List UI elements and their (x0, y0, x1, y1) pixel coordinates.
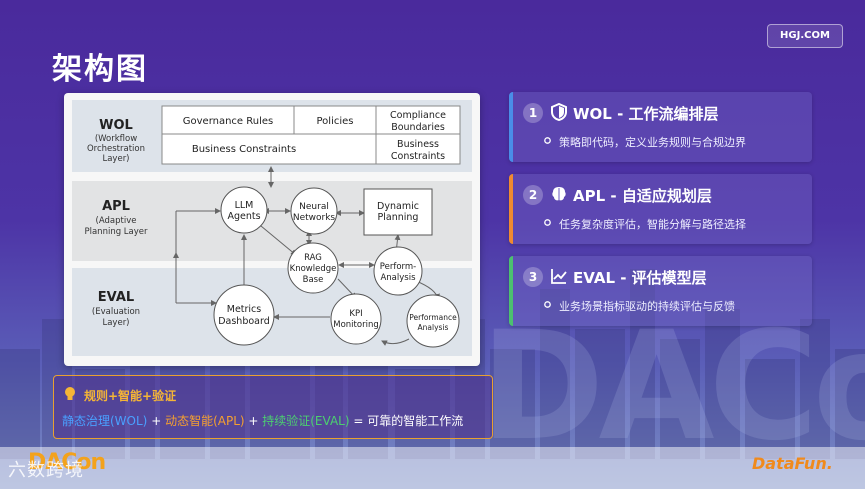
perform-analysis-node (373, 246, 423, 296)
apl-layer-name: APL (102, 199, 130, 214)
layer-description: 任务复杂度评估，智能分解与路径选择 (559, 218, 746, 231)
business-constraints-label-2a: Business (397, 139, 439, 150)
datafun-logo: DataFun. (752, 454, 833, 473)
wol-layer-desc-3: Layer) (102, 154, 129, 164)
neural-networks-node (290, 187, 338, 235)
watermark-text: 六数跨境 (8, 460, 84, 481)
lightbulb-icon (65, 387, 75, 400)
brain-icon (552, 187, 566, 201)
page-title: 架构图 (52, 52, 148, 87)
footer-bar (0, 447, 865, 489)
compliance-box (375, 105, 461, 135)
layer-title: EVAL - 评估模型层 (573, 269, 707, 287)
layer-card-accent-bar (509, 174, 513, 244)
governance-rules-label: Governance Rules (183, 116, 273, 127)
formula-wol: 静态治理(WOL) (62, 414, 148, 428)
performance-analysis-node (406, 294, 460, 348)
metrics-dashboard-label-2: Dashboard (218, 316, 270, 327)
layer-card-apl: 2 APL - 自适应规划层 任务复杂度评估，智能分解与路径选择 (509, 174, 812, 244)
metrics-dashboard-node (213, 284, 275, 346)
rag-label-2: Knowledge (290, 264, 337, 274)
formula-plus: + (147, 414, 166, 428)
rag-label-1: RAG (304, 253, 322, 263)
layer-number: 2 (523, 185, 543, 205)
chart-line-icon (551, 269, 567, 284)
sparkle-icon (544, 219, 551, 226)
performance-analysis-label-1: Performance (409, 313, 457, 322)
formula-apl: 动态智能(APL) (165, 414, 245, 428)
metrics-dashboard-label-1: Metrics (227, 304, 262, 315)
kpi-monitoring-node (330, 293, 382, 345)
dynamic-planning-box (363, 188, 433, 236)
eval-layer-name: EVAL (98, 290, 134, 305)
architecture-diagram-svg: WOL (Workflow Orchestration Layer) APL (… (72, 100, 472, 356)
apl-layer-desc-1: (Adaptive (96, 216, 137, 226)
background-decorative-letters: DACo (480, 300, 865, 474)
llm-agents-label-2: Agents (227, 211, 260, 222)
layer-description: 业务场景指标驱动的持续评估与反馈 (559, 300, 735, 313)
policies-box (293, 105, 377, 135)
compliance-label-1: Compliance (390, 110, 446, 121)
rag-knowledge-base-node (287, 242, 339, 294)
summary-box: 规则+智能+验证 静态治理(WOL) + 动态智能(APL) + 持续验证(EV… (53, 375, 493, 439)
perform-analysis-label-1: Perform- (380, 262, 416, 272)
layer-title: APL - 自适应规划层 (573, 187, 712, 205)
llm-agents-node (220, 186, 268, 234)
neural-networks-label-1: Neural (299, 202, 329, 212)
shield-icon (551, 103, 567, 121)
business-constraints-box (161, 133, 377, 165)
summary-formula: 静态治理(WOL) + 动态智能(APL) + 持续验证(EVAL) = 可靠的… (62, 412, 463, 429)
perform-analysis-label-2: Analysis (380, 273, 416, 283)
layer-card-accent-bar (509, 256, 513, 326)
summary-heading: 规则+智能+验证 (84, 389, 177, 403)
sparkle-icon (544, 301, 551, 308)
layer-number: 3 (523, 267, 543, 287)
wol-layer-desc-2: Orchestration (87, 144, 145, 154)
dynamic-planning-label-1: Dynamic (377, 201, 419, 212)
dacon-logo: DACon (28, 450, 106, 475)
policies-label: Policies (317, 116, 354, 127)
kpi-monitoring-label-1: KPI (349, 309, 362, 319)
layer-title: WOL - 工作流编排层 (573, 105, 719, 123)
llm-agents-label-1: LLM (235, 200, 254, 211)
formula-plus: + (244, 414, 263, 428)
eval-layer-desc-2: Layer) (102, 318, 129, 328)
neural-networks-label-2: Networks (293, 213, 336, 223)
business-constraints-label: Business Constraints (192, 144, 296, 155)
governance-rules-box (161, 105, 295, 135)
layer-card-accent-bar (509, 92, 513, 162)
layer-card-eval: 3 EVAL - 评估模型层 业务场景指标驱动的持续评估与反馈 (509, 256, 812, 326)
eval-layer-desc-1: (Evaluation (92, 307, 140, 317)
formula-eval: 持续验证(EVAL) (262, 414, 350, 428)
kpi-monitoring-label-2: Monitoring (333, 320, 378, 330)
business-constraints-label-2b: Constraints (391, 151, 445, 162)
business-constraints-box-2 (375, 133, 461, 165)
layer-number: 1 (523, 103, 543, 123)
formula-result: = 可靠的智能工作流 (349, 414, 464, 428)
layer-card-wol: 1 WOL - 工作流编排层 策略即代码，定义业务规则与合规边界 (509, 92, 812, 162)
rag-label-3: Base (303, 275, 324, 285)
wol-layer-name: WOL (99, 118, 133, 133)
compliance-label-2: Boundaries (391, 122, 445, 133)
apl-layer-desc-2: Planning Layer (84, 227, 148, 237)
architecture-diagram: WOL (Workflow Orchestration Layer) APL (… (64, 93, 480, 366)
dynamic-planning-label-2: Planning (378, 212, 419, 223)
layer-description: 策略即代码，定义业务规则与合规边界 (559, 136, 746, 149)
site-tag: HGJ.COM (767, 24, 843, 48)
wol-layer-desc-1: (Workflow (95, 134, 137, 144)
performance-analysis-label-2: Analysis (418, 323, 449, 332)
sparkle-icon (544, 137, 551, 144)
